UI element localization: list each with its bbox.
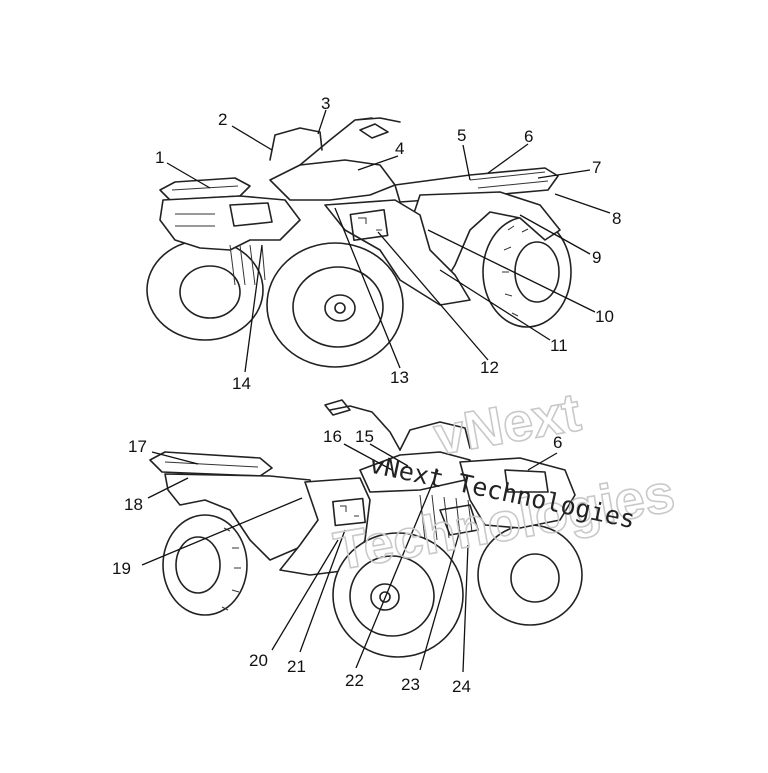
callout-label: 6	[524, 127, 533, 146]
callout-label: 22	[345, 671, 364, 690]
callout-label: 10	[595, 307, 614, 326]
bottom-body	[149, 399, 576, 576]
callout-label: 9	[592, 248, 601, 267]
top-body	[159, 117, 561, 306]
bottom-leader-lines	[141, 443, 558, 673]
callout-label: 4	[395, 139, 404, 158]
callout-label: 13	[390, 368, 409, 387]
callout-label: 3	[321, 94, 330, 113]
top-front-right-wheel	[266, 242, 404, 368]
callout-label: 18	[124, 495, 143, 514]
top-leader-lines	[166, 109, 611, 373]
watermark-outline-line1: vNext	[430, 382, 585, 467]
callout-label: 5	[457, 126, 466, 145]
callout-label: 23	[401, 675, 420, 694]
callout-label: 16	[323, 427, 342, 446]
callout-label: 6	[553, 433, 562, 452]
bottom-callouts: 17 18 16 15 6 19 20 21 22 23 24	[112, 427, 562, 696]
callout-label: 2	[218, 110, 227, 129]
callout-label: 14	[232, 374, 251, 393]
callout-label: 12	[480, 358, 499, 377]
callout-label: 24	[452, 677, 471, 696]
bottom-front-wheel	[332, 532, 464, 658]
top-callouts: 1 2 3 4 5 6 7 8 9 10 11 12 13 14	[155, 94, 621, 393]
callout-label: 19	[112, 559, 131, 578]
callout-label: 8	[612, 209, 621, 228]
top-front-left-wheel	[146, 239, 264, 341]
callout-label: 11	[550, 336, 568, 355]
callout-label: 7	[592, 158, 601, 177]
callout-label: 20	[249, 651, 268, 670]
callout-label: 17	[128, 437, 147, 456]
bottom-rear-wheel	[162, 514, 248, 616]
atv-top-view	[146, 117, 572, 368]
callout-label: 15	[355, 427, 374, 446]
atv-bottom-view	[149, 399, 583, 658]
callout-label: 1	[155, 148, 164, 167]
callout-label: 21	[287, 657, 306, 676]
top-rear-wheel	[482, 216, 572, 328]
